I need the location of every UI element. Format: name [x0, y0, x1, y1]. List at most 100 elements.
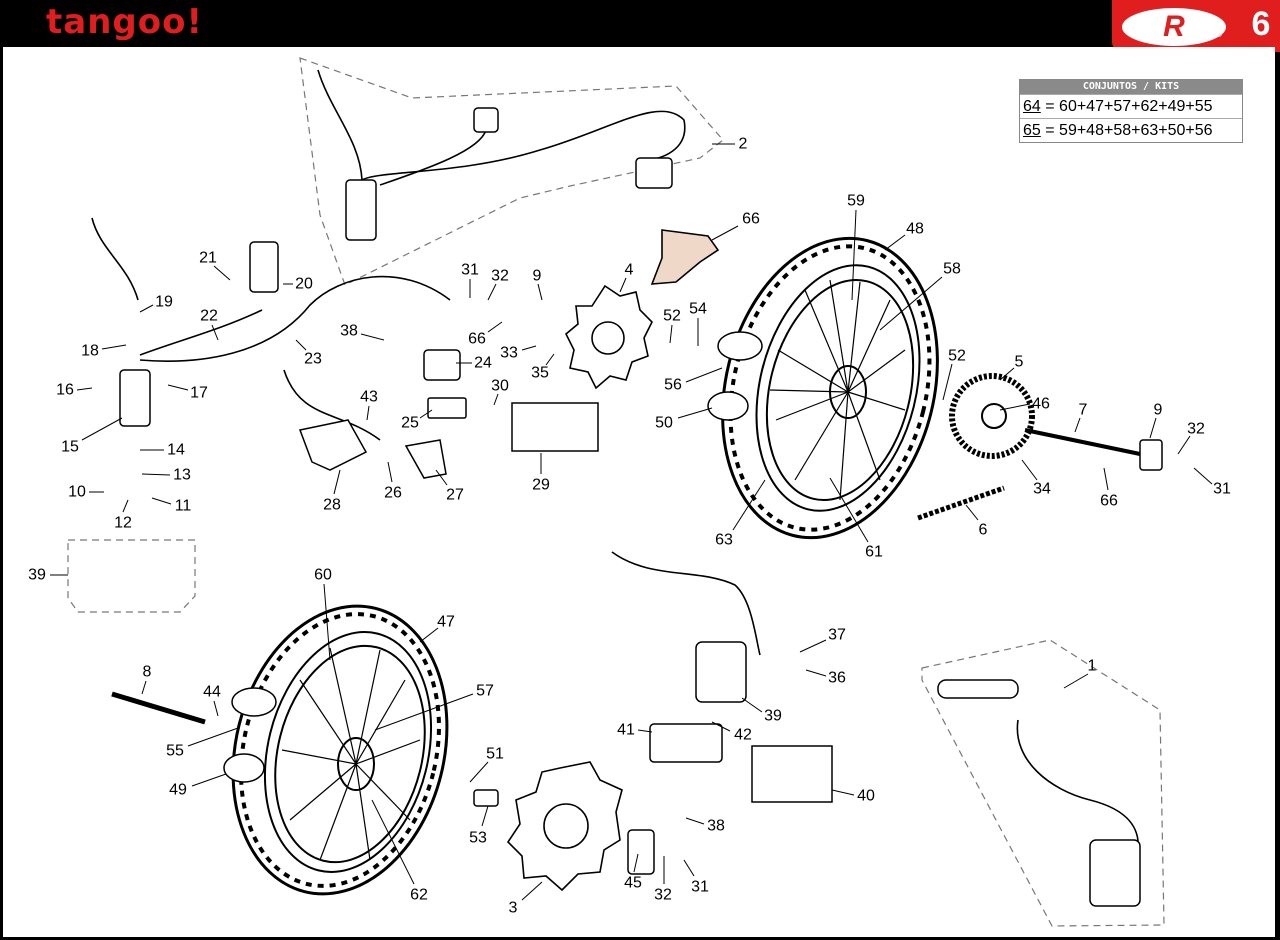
part-number-label: 34: [1033, 481, 1051, 498]
part-number-label: 32: [491, 268, 509, 285]
front-tread: [239, 612, 441, 888]
spacer-55: [231, 687, 277, 717]
rear-tire-inner: [755, 264, 921, 512]
sprocket-assembly: [111, 373, 1141, 725]
front-tire-outer: [231, 604, 449, 896]
callout-leader: [942, 363, 953, 401]
rear-brake-hose-top: [317, 69, 686, 182]
part-number-label: 40: [857, 788, 875, 805]
callout-leader: [141, 680, 147, 695]
part-number-label: 27: [446, 487, 464, 504]
part-number-label: 21: [199, 250, 217, 267]
pads-41: [649, 723, 723, 763]
line-43: [283, 369, 381, 441]
part-number-label: 59: [847, 193, 865, 210]
part-number-label: 48: [906, 221, 924, 238]
front-brake-hose: [611, 551, 761, 656]
part-number-label: 37: [828, 627, 846, 644]
reservoir-top: [473, 107, 499, 133]
rear-wheel: [721, 236, 939, 540]
callout-leader: [374, 693, 474, 731]
part-number-label: 41: [617, 722, 635, 739]
front-tire-inner: [263, 631, 433, 873]
callout-leader: [187, 727, 239, 747]
part-number-label: 39: [28, 567, 46, 584]
callout-leader: [419, 627, 439, 643]
spacer-49: [223, 753, 265, 783]
callout-leader: [685, 817, 705, 825]
kits-row-65: 65 = 59+48+58+63+50+56: [1020, 118, 1242, 142]
sprocket-hub: [981, 403, 1007, 429]
callout-leader: [711, 721, 731, 732]
callout-leader: [139, 304, 154, 313]
chain-adjuster-9: [1139, 439, 1163, 471]
rear-sprocket: [949, 373, 1035, 459]
callout-leader: [360, 333, 385, 341]
callout-leader: [469, 761, 489, 783]
part-number-label: 9: [1154, 402, 1163, 419]
callout-leader: [493, 393, 499, 406]
callout-leader: [101, 344, 127, 350]
kit-id: 64: [1023, 98, 1041, 115]
callout-leader: [487, 283, 497, 301]
callout-leader: [213, 265, 231, 281]
part-number-label: 35: [531, 365, 549, 382]
kits-table: CONJUNTOS / KITS 64 = 60+47+57+62+49+55 …: [1019, 79, 1243, 143]
callout-leader: [799, 639, 827, 653]
callout-leader: [151, 497, 172, 505]
callout-leader: [851, 209, 857, 301]
part-number-label: 36: [828, 670, 846, 687]
callout-leader: [999, 367, 1015, 381]
callout-leader: [685, 367, 723, 383]
part-number-label: 60: [314, 567, 332, 584]
kit-box-29: [511, 402, 599, 452]
callout-leader: [487, 321, 503, 333]
part-number-label: 18: [81, 343, 99, 360]
front-kit-lever: [937, 679, 1019, 699]
callout-leader: [76, 387, 93, 391]
callout-leader: [366, 405, 370, 421]
kits-row-64: 64 = 60+47+57+62+49+55: [1020, 94, 1242, 118]
part-number-label: 24: [474, 355, 492, 372]
kit-id: 65: [1023, 122, 1041, 139]
kits-table-title: CONJUNTOS / KITS: [1020, 80, 1242, 94]
top-master-cylinder: [345, 179, 377, 241]
kit-box-40: [751, 745, 833, 803]
callout-leader: [637, 729, 653, 733]
manufacturer-logo: R: [1122, 8, 1226, 46]
part-number-label: 47: [437, 614, 455, 631]
part-number-label: 17: [190, 385, 208, 402]
part-number-label: 49: [169, 782, 187, 799]
rear-rim: [765, 279, 915, 501]
part-number-label: 62: [410, 887, 428, 904]
callout-leader: [1177, 435, 1191, 455]
caliper-bracket-28: [298, 419, 368, 471]
callout-leader: [537, 283, 543, 301]
part-number-label: 23: [304, 351, 322, 368]
master-line-left: [91, 217, 139, 301]
front-axle: [111, 691, 206, 725]
part-number-label: 30: [491, 378, 509, 395]
rear-tread: [728, 244, 932, 532]
rear-caliper-24: [423, 349, 461, 381]
part-number-label: 7: [1079, 402, 1088, 419]
callout-leader: [191, 773, 227, 787]
callout-leader: [213, 700, 219, 717]
part-number-label: 6: [979, 522, 988, 539]
part-number-label: 16: [56, 382, 74, 399]
front-kit-hose: [1016, 719, 1140, 851]
part-number-label: 42: [734, 727, 752, 744]
part-number-label: 66: [1100, 493, 1118, 510]
part-number-label: 38: [707, 818, 725, 835]
part-number-label: 50: [655, 415, 673, 432]
kit-formula: = 60+47+57+62+49+55: [1045, 98, 1213, 115]
front-caliper-39: [695, 641, 747, 703]
callout-leader: [884, 234, 906, 251]
part-number-label: 38: [340, 323, 358, 340]
part-number-label: 46: [1032, 396, 1050, 413]
reservoir-20: [249, 241, 279, 293]
callout-leader: [1149, 417, 1157, 439]
disc-guard-66: [650, 229, 720, 285]
part-number-label: 33: [500, 345, 518, 362]
